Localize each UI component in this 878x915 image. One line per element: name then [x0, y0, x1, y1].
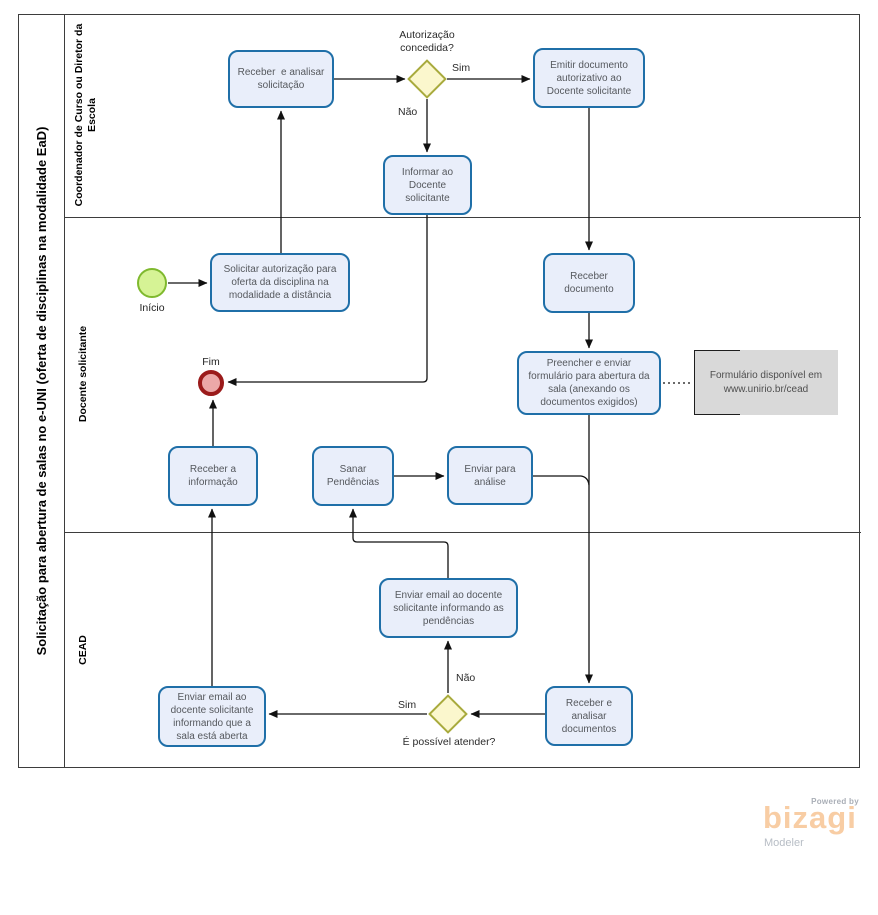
task-enviar-email-sala-aberta: Enviar email ao docente solicitante info… — [158, 686, 266, 747]
task-receber-informacao: Receber a informação — [168, 446, 258, 506]
flow-label-sim-autorizacao: Sim — [452, 62, 471, 74]
end-event — [198, 370, 224, 396]
flow-label-nao-autorizacao: Não — [398, 106, 418, 118]
process-pool — [18, 14, 860, 768]
bizagi-modeler-label: Modeler — [764, 837, 804, 849]
start-event — [137, 268, 167, 298]
task-informar-docente: Informar ao Docente solicitante — [383, 155, 472, 215]
gateway-question-atender: É possível atender? — [402, 736, 496, 748]
lane-divider-1 — [64, 217, 861, 219]
lane-divider-2 — [64, 532, 861, 534]
pool-title: Solicitação para abertura de salas no e-… — [33, 126, 49, 656]
annotation-text: Formulário disponível em www.unirio.br/c… — [709, 370, 823, 395]
annotation-formulario: Formulário disponível em www.unirio.br/c… — [694, 350, 838, 415]
lane-label-docente: Docente solicitante — [77, 325, 90, 423]
bizagi-logo: Powered by bizagi Modeler — [760, 797, 862, 857]
gateway-question-autorizacao: Autorização concedida? — [399, 29, 455, 55]
lane-label-coordenador: Coordenador de Curso ou Diretor da Escol… — [72, 23, 98, 207]
bizagi-brand-text: bizagi — [763, 800, 857, 835]
end-event-label: Fim — [202, 356, 220, 368]
task-receber-documento: Receber documento — [543, 253, 635, 313]
lane-label-cead: CEAD — [77, 635, 90, 665]
annotation-bracket — [694, 350, 740, 415]
powered-by-label: Powered by — [811, 797, 859, 806]
start-event-label: Início — [139, 302, 165, 314]
task-receber-analisar-solicitacao: Receber e analisar solicitação — [228, 50, 334, 108]
flow-label-nao-atender: Não — [456, 672, 476, 684]
task-emitir-documento: Emitir documento autorizativo ao Docente… — [533, 48, 645, 108]
flow-label-sim-atender: Sim — [398, 699, 417, 711]
task-sanar-pendencias: Sanar Pendências — [312, 446, 394, 506]
pool-title-divider — [64, 14, 66, 768]
task-solicitar-autorizacao: Solicitar autorização para oferta da dis… — [210, 253, 350, 312]
task-enviar-para-analise: Enviar para análise — [447, 446, 533, 505]
task-enviar-email-pendencias: Enviar email ao docente solicitante info… — [379, 578, 518, 638]
task-receber-analisar-documentos: Receber e analisar documentos — [545, 686, 633, 746]
task-preencher-enviar-formulario: Preencher e enviar formulário para abert… — [517, 351, 661, 415]
